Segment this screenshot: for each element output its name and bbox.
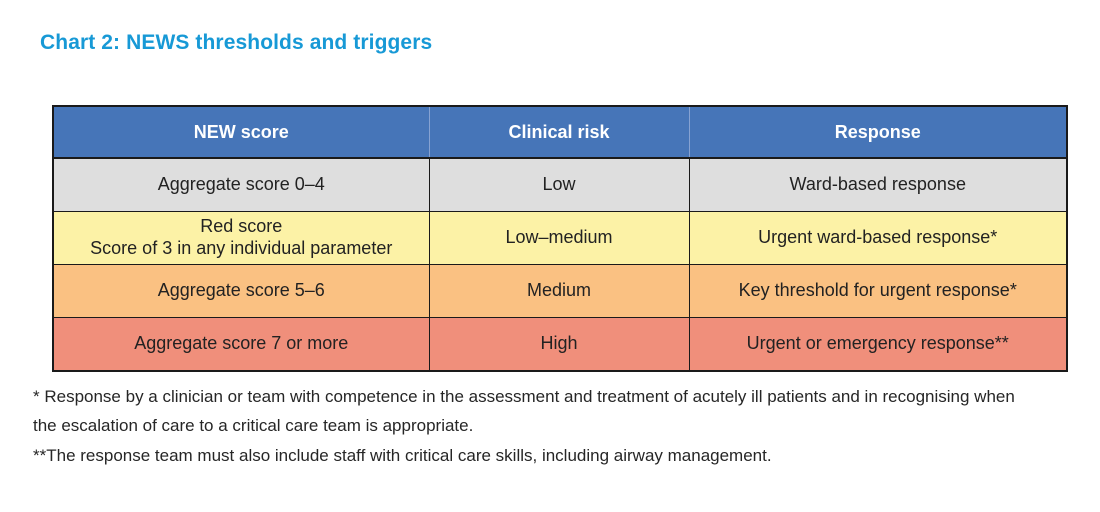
header-clinical-risk: Clinical risk (428, 106, 689, 159)
header-new-score: NEW score (53, 106, 429, 159)
table-row-low: Aggregate score 0–4 Low Ward-based respo… (52, 157, 1068, 212)
news-thresholds-table: NEW score Clinical risk Response Aggrega… (52, 105, 1068, 372)
cell-news-score: Aggregate score 7 or more (52, 317, 430, 372)
cell-response: Urgent ward-based response* (688, 211, 1068, 265)
cell-response: Urgent or emergency response** (688, 317, 1068, 372)
cell-news-score: Aggregate score 0–4 (52, 157, 430, 212)
header-response: Response (688, 106, 1067, 159)
cell-response: Ward-based response (688, 157, 1068, 212)
table-row-medium: Aggregate score 5–6 Medium Key threshold… (52, 264, 1068, 318)
cell-clinical-risk: Medium (428, 264, 690, 318)
cell-response: Key threshold for urgent response* (688, 264, 1068, 318)
cell-clinical-risk: Low (428, 157, 690, 212)
cell-clinical-risk: Low–medium (428, 211, 690, 265)
cell-clinical-risk: High (428, 317, 690, 372)
footnote-single-asterisk: * Response by a clinician or team with c… (33, 387, 1015, 435)
cell-news-score: Red score Score of 3 in any individual p… (52, 211, 430, 265)
table-header-row: NEW score Clinical risk Response (53, 106, 1067, 159)
footnote-double-asterisk: **The response team must also include st… (33, 446, 772, 465)
table-row-low-medium: Red score Score of 3 in any individual p… (52, 211, 1068, 265)
table-row-high: Aggregate score 7 or more High Urgent or… (52, 317, 1068, 372)
page-title: Chart 2: NEWS thresholds and triggers (40, 31, 433, 54)
cell-news-score: Aggregate score 5–6 (52, 264, 430, 318)
